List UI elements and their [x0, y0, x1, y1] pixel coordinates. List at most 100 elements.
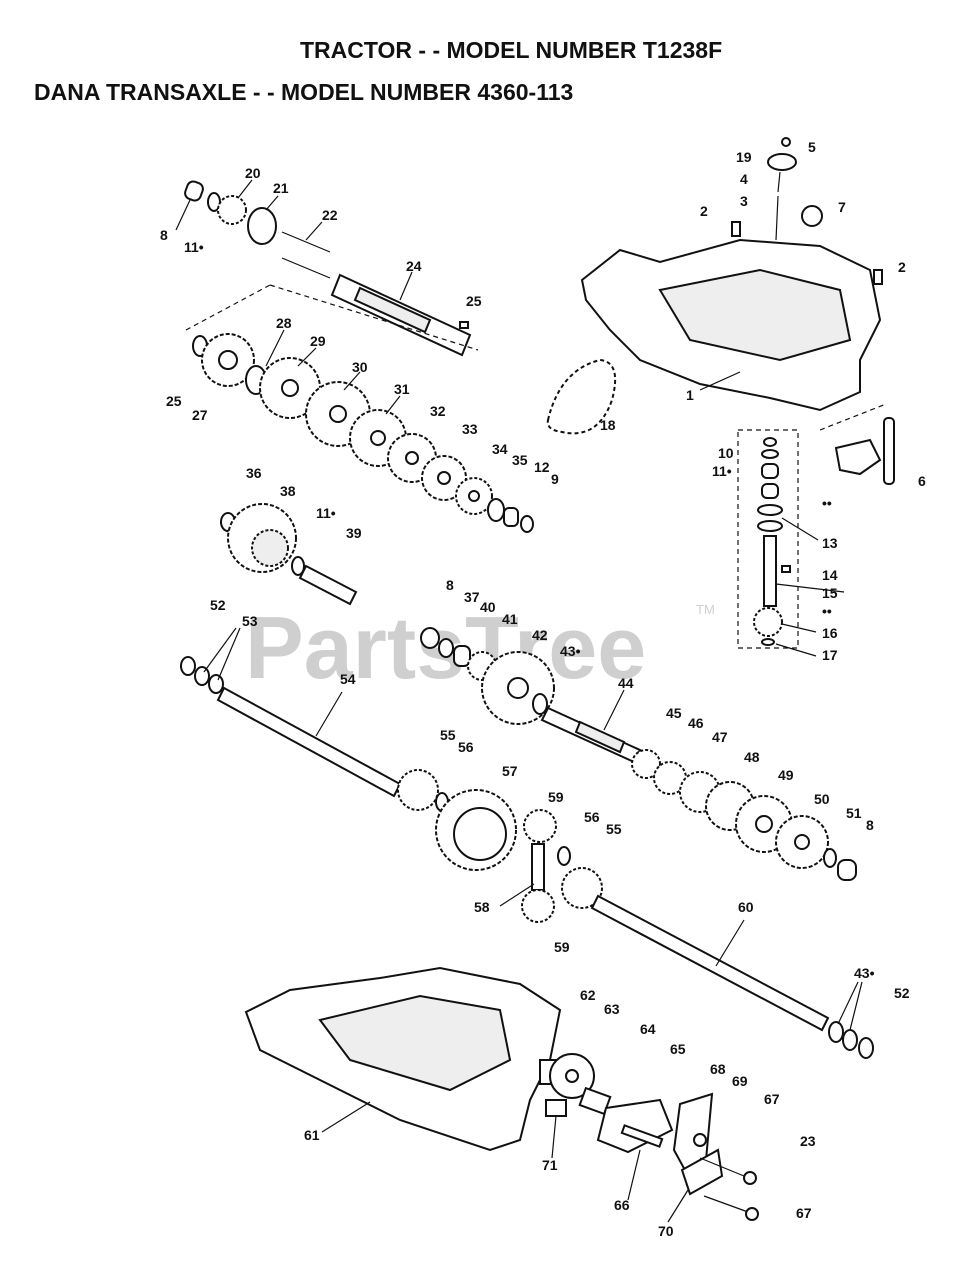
- key-22b: [281, 257, 331, 279]
- upper-shaft-assembly: [184, 180, 479, 357]
- callout-45: 45: [666, 705, 682, 721]
- assembly-boundary-upper: [185, 284, 271, 331]
- diagram-title-tractor: TRACTOR - - MODEL NUMBER T1238F: [300, 37, 722, 63]
- callout-29: 29: [310, 333, 326, 349]
- washer-52-right: [858, 1037, 874, 1059]
- leader-44: [603, 689, 625, 731]
- shaft-39: [298, 564, 358, 606]
- left-axle-assembly: [180, 656, 449, 812]
- right-axle-assembly: [590, 894, 874, 1059]
- brake-pad-71: [545, 1099, 567, 1117]
- callout-70: 70: [658, 1223, 674, 1239]
- leader-53a: [203, 627, 237, 673]
- callout-56-right: 56: [584, 809, 600, 825]
- callout-71: 71: [542, 1157, 558, 1173]
- differential-assembly: [435, 789, 603, 923]
- gear-33-hub: [437, 471, 451, 485]
- washer-53a: [194, 666, 210, 686]
- middle-shaft-assembly: [420, 627, 857, 881]
- leader-13: [781, 517, 819, 541]
- bearing-12: [503, 507, 519, 527]
- callout-38: 38: [280, 483, 296, 499]
- callout-22: 22: [322, 207, 338, 223]
- callout-37: 37: [464, 589, 480, 605]
- gear-31-hub: [370, 430, 386, 446]
- pin-66: [620, 1124, 664, 1148]
- callout-31: 31: [394, 381, 410, 397]
- leader-58: [499, 883, 535, 907]
- callout-7: 7: [838, 199, 846, 215]
- cluster-gear-38-inner: [251, 529, 289, 567]
- vertical-shaft-assembly: [737, 429, 799, 649]
- callout-39: 39: [346, 525, 362, 541]
- callout-46: 46: [688, 715, 704, 731]
- nut-67-lower: [745, 1207, 759, 1221]
- case-half-1-rib: [658, 268, 852, 362]
- washer-43-middle: [532, 693, 548, 715]
- callout-62: 62: [580, 987, 596, 1003]
- cross-shaft-58: [531, 843, 545, 891]
- callout-8-middle: 8: [446, 577, 454, 593]
- callout-25: 25: [466, 293, 482, 309]
- leader-8a: [175, 199, 191, 231]
- callout-33: 33: [462, 421, 478, 437]
- leader-21: [265, 195, 279, 211]
- callout-18: 18: [600, 417, 616, 433]
- callout-69: 69: [732, 1073, 748, 1089]
- callout-3: 3: [740, 193, 748, 209]
- callout-1: 1: [686, 387, 694, 403]
- callout-25-lower: 25: [166, 393, 182, 409]
- washer-11-vertical: [761, 449, 779, 459]
- callout-56: 56: [458, 739, 474, 755]
- callout-star-upper: ••: [822, 495, 832, 511]
- washer-69: [693, 1133, 707, 1147]
- leader-28: [265, 329, 285, 367]
- callout-51: 51: [846, 805, 862, 821]
- leader-66: [627, 1149, 641, 1201]
- callout-60: 60: [738, 899, 754, 915]
- callout-15: 15: [822, 585, 838, 601]
- shaft-24-spline: [353, 286, 432, 334]
- callout-63: 63: [604, 1001, 620, 1017]
- washer-37: [438, 638, 454, 658]
- callout-57: 57: [502, 763, 518, 779]
- gear-30-hub: [329, 405, 347, 423]
- brake-disc-63-hub: [565, 1069, 579, 1083]
- key-22a: [281, 231, 331, 253]
- callout-8-right: 8: [866, 817, 874, 833]
- leader-17: [775, 643, 817, 657]
- callout-59: 59: [548, 789, 564, 805]
- leader-24: [399, 271, 413, 301]
- key-14: [781, 565, 791, 573]
- callout-9: 9: [551, 471, 559, 487]
- callout-66: 66: [614, 1197, 630, 1213]
- bolt-67-lower: [703, 1195, 749, 1213]
- washer-11-cluster: [291, 556, 305, 576]
- callout-11-cluster: 11•: [316, 505, 336, 521]
- bearing-8-right: [837, 859, 857, 881]
- leader-53b: [217, 627, 241, 681]
- sprocket-20: [217, 195, 247, 225]
- chain-18: [546, 358, 616, 435]
- washer-52-left: [180, 656, 196, 676]
- boss-7: [801, 205, 823, 227]
- bearing-8-middle: [420, 627, 440, 649]
- gear-stack-row: [192, 333, 534, 533]
- washer-51: [823, 848, 837, 868]
- pin-3: [775, 195, 779, 241]
- snap-ring-9: [520, 515, 534, 533]
- callout-65: 65: [670, 1041, 686, 1057]
- callout-42: 42: [532, 627, 548, 643]
- callout-23: 23: [800, 1133, 816, 1149]
- watermark-tm: TM: [696, 602, 715, 617]
- washer-35: [487, 498, 505, 522]
- ring-56-right: [557, 846, 571, 866]
- bevel-gear-55-left: [397, 769, 439, 811]
- callout-20: 20: [245, 165, 261, 181]
- assembly-boundary-right: [819, 403, 887, 431]
- screw-5: [781, 137, 791, 147]
- callout-49: 49: [778, 767, 794, 783]
- callout-55-right: 55: [606, 821, 622, 837]
- callout-13: 13: [822, 535, 838, 551]
